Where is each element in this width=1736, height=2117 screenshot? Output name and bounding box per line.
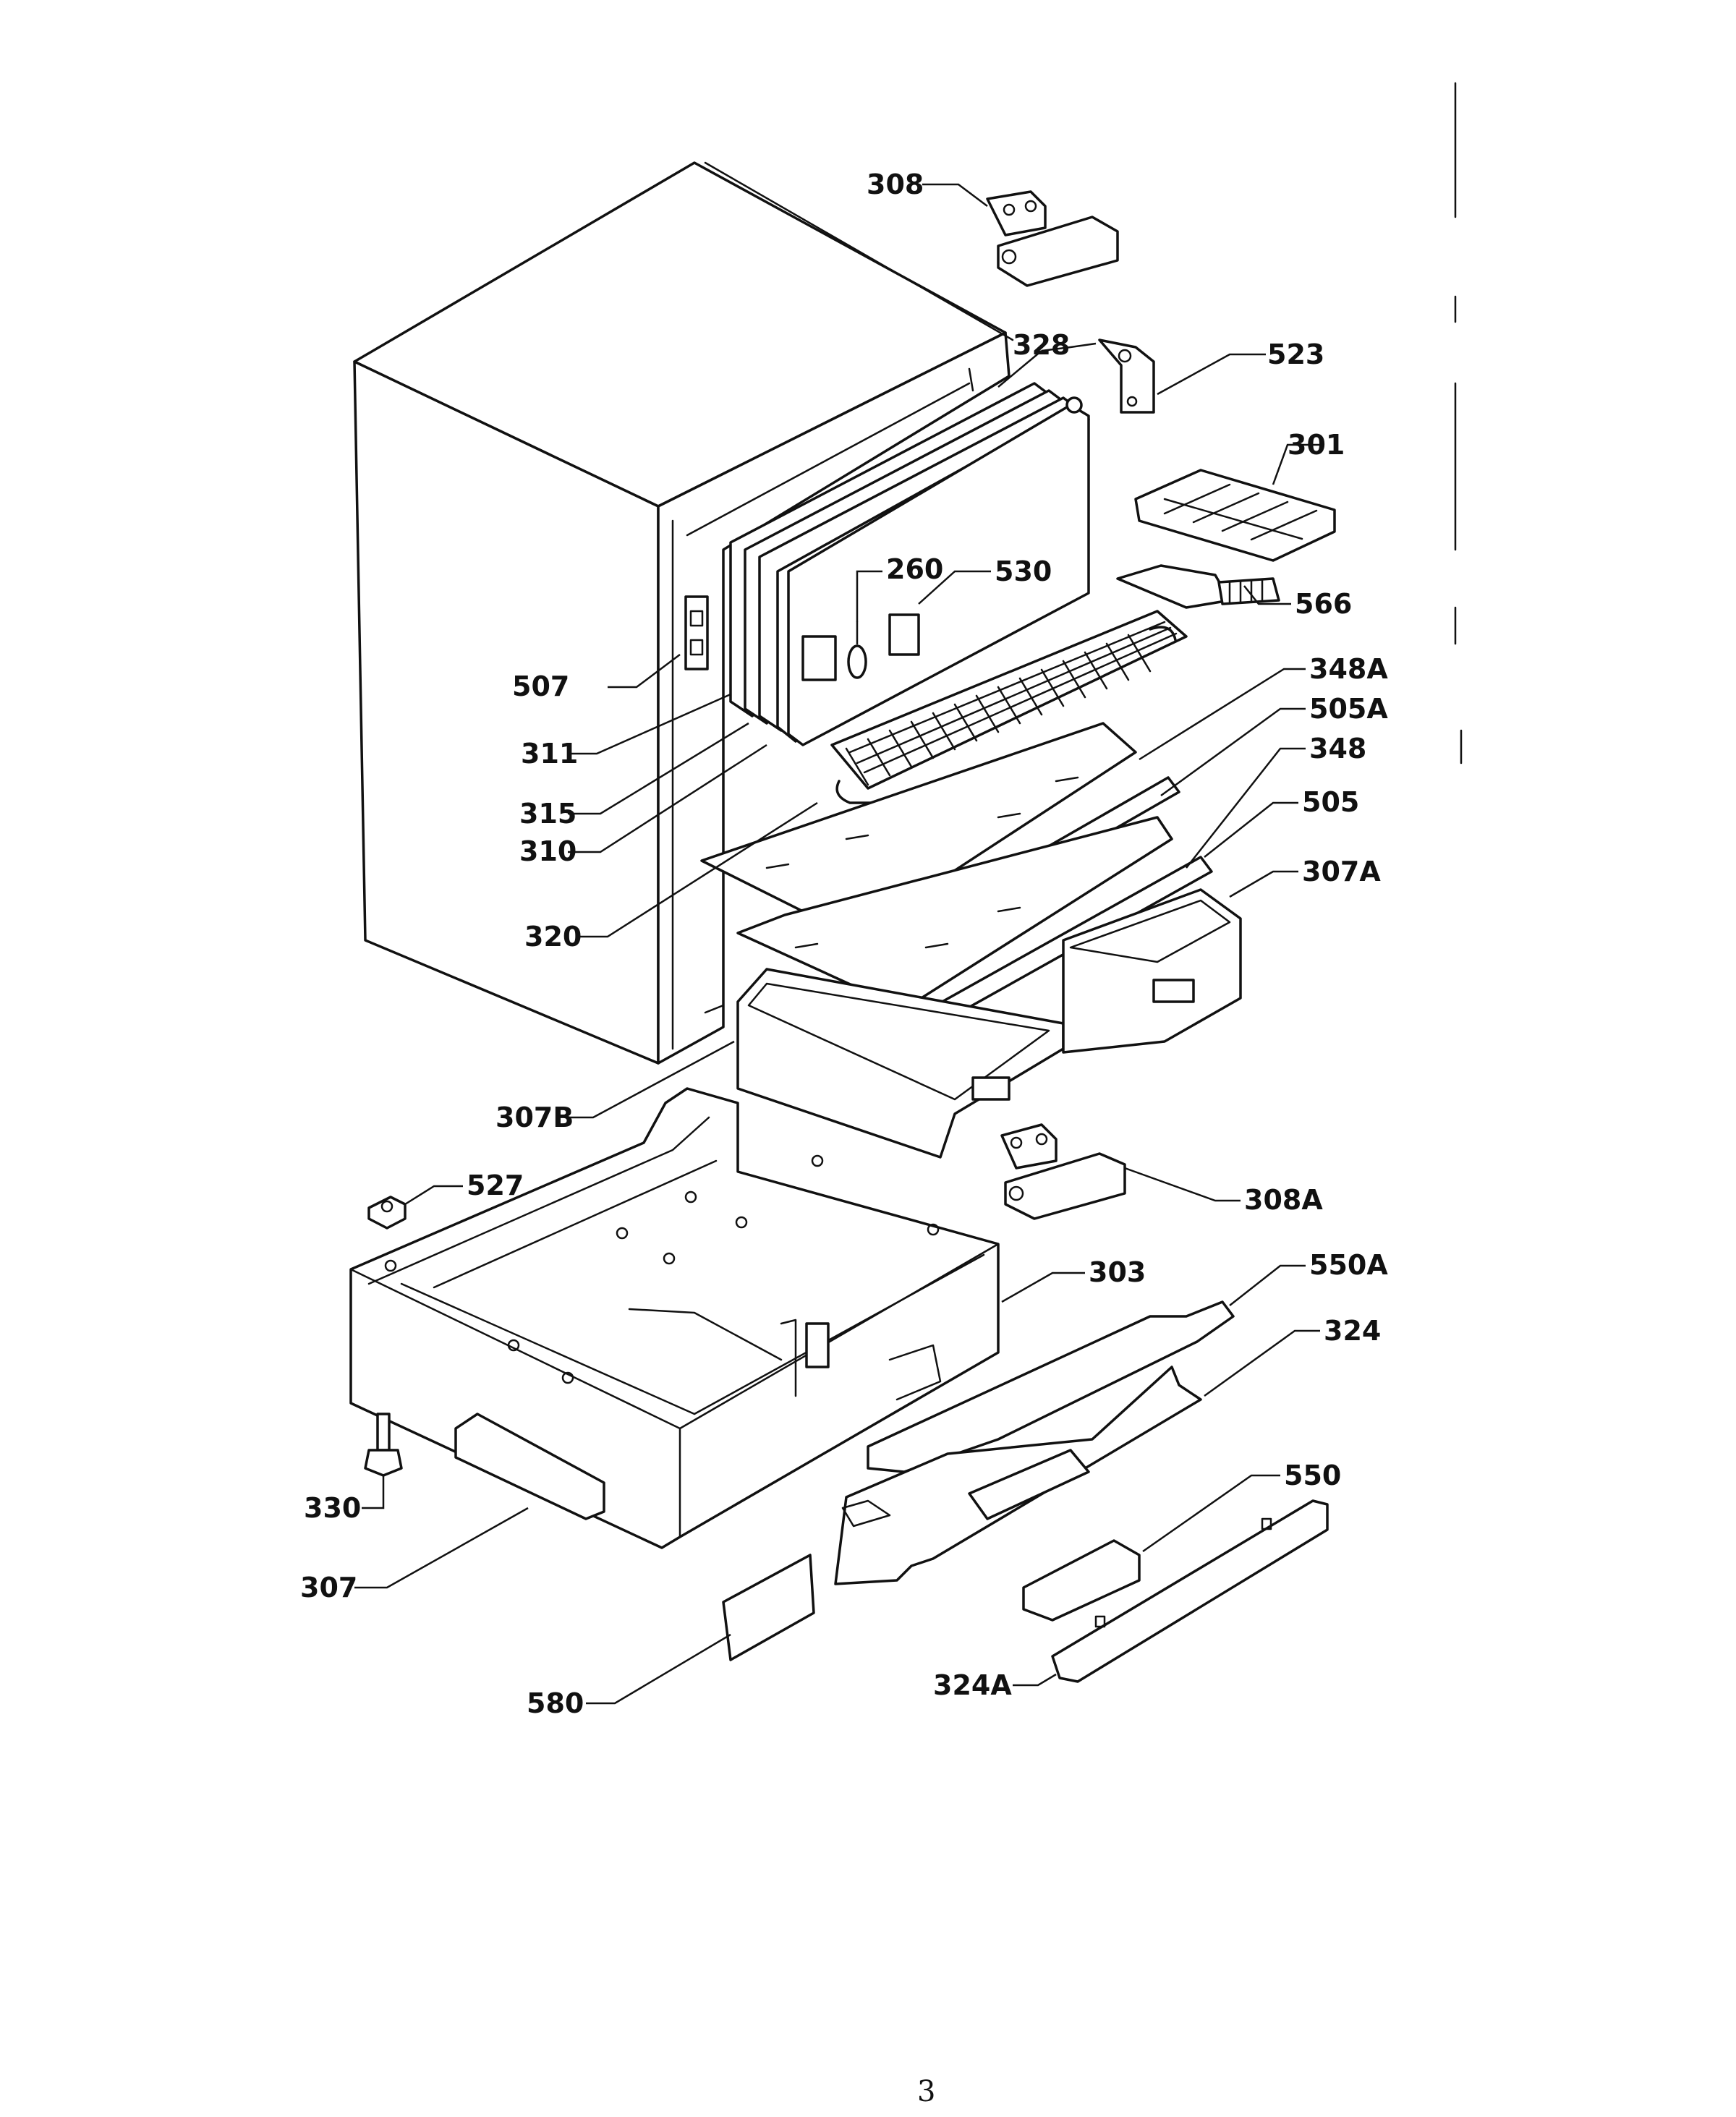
label-324: 324 [1324, 1315, 1381, 1347]
part-308-hinge [986, 190, 1119, 287]
part-507-latch [684, 595, 709, 670]
part-260 [847, 621, 867, 679]
label-330: 330 [304, 1492, 361, 1524]
margin-marks [1454, 82, 1463, 764]
label-348A: 348A [1309, 653, 1388, 685]
label-315: 315 [519, 798, 576, 830]
part-580-block [722, 1554, 815, 1661]
label-301: 301 [1288, 429, 1345, 461]
label-310: 310 [519, 835, 576, 867]
crisper-drawer-307B [736, 968, 1065, 1159]
label-527: 527 [467, 1170, 524, 1201]
page-number: 3 [917, 2075, 935, 2108]
part-labels: 308 328 523 301 260 530 566 507 348A 505… [300, 169, 1388, 1719]
part-308A-hinge [1000, 1123, 1126, 1220]
label-324A: 324A [933, 1669, 1012, 1701]
label-505: 505 [1302, 786, 1359, 818]
label-580: 580 [527, 1687, 584, 1719]
label-328: 328 [1013, 329, 1070, 361]
label-307: 307 [300, 1572, 357, 1603]
label-348: 348 [1309, 733, 1366, 764]
label-550: 550 [1284, 1460, 1341, 1491]
label-505A: 505A [1309, 693, 1388, 725]
wire-shelf [830, 610, 1188, 804]
label-550A: 550A [1309, 1249, 1388, 1281]
label-307A: 307A [1302, 856, 1381, 887]
label-308: 308 [867, 169, 924, 200]
cabinet-body [353, 161, 1014, 1065]
label-303: 303 [1089, 1256, 1146, 1288]
part-523-bracket [1098, 338, 1155, 414]
part-527-nut [367, 1196, 407, 1230]
crisper-drawer-307A [1062, 888, 1242, 1054]
label-311: 311 [521, 738, 578, 770]
label-308A: 308A [1244, 1184, 1323, 1216]
part-301-ice-tray [1134, 469, 1336, 562]
label-530: 530 [995, 555, 1052, 587]
label-566: 566 [1295, 588, 1352, 620]
leader-lines [354, 183, 1320, 1705]
label-320: 320 [524, 921, 582, 953]
label-307B: 307B [495, 1102, 574, 1133]
part-550A-324-brackets [834, 1300, 1235, 1585]
part-324A-strip [1051, 1499, 1329, 1683]
label-260: 260 [886, 553, 943, 585]
part-330-screw [364, 1413, 403, 1477]
part-307-panel [454, 1413, 605, 1520]
label-507: 507 [512, 670, 569, 702]
label-523: 523 [1267, 338, 1324, 370]
part-566-scraper [1116, 564, 1280, 609]
part-550-pad [1022, 1539, 1141, 1622]
